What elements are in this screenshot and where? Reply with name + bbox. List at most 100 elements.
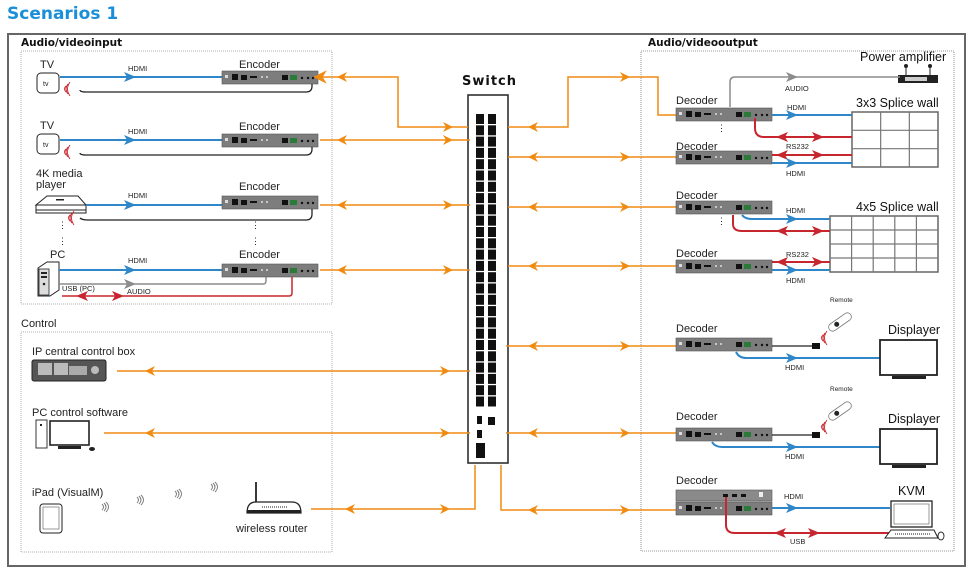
ethernet-link-decoder-7 xyxy=(500,465,676,511)
hdmi-link xyxy=(735,351,880,359)
decoder-label: Decoder xyxy=(676,475,718,487)
switch-port-icon xyxy=(488,306,496,317)
kvm-workstation-icon xyxy=(884,500,945,541)
wifi-signal-icon xyxy=(210,481,218,493)
control-box-icon xyxy=(31,359,107,382)
signal-label-hdmi: HDMI xyxy=(785,363,804,372)
switch-port-icon xyxy=(488,294,496,305)
decoder-label: Decoder xyxy=(676,95,718,107)
decoder-device-icon xyxy=(675,107,773,122)
displayer-label: Displayer xyxy=(888,323,940,337)
encoder-label: Encoder xyxy=(239,181,280,193)
tablet-icon xyxy=(39,503,63,534)
ethernet-link-router xyxy=(311,465,476,510)
switch-port-icon xyxy=(488,193,496,204)
decoder-label: Decoder xyxy=(676,141,718,153)
decoder-label: Decoder xyxy=(676,248,718,260)
arrow-icon xyxy=(337,265,347,275)
signal-label-hdmi: HDMI xyxy=(787,103,806,112)
signal-label-hdmi: HDMI xyxy=(786,206,805,215)
arrow-icon xyxy=(76,291,88,301)
decoder-label: Decoder xyxy=(676,411,718,423)
router-icon xyxy=(246,482,302,514)
arrow-icon xyxy=(786,442,798,452)
arrow-icon xyxy=(812,257,824,267)
ethernet-link-encoder-1 xyxy=(313,70,468,128)
arrow-icon xyxy=(620,261,630,271)
arrow-icon xyxy=(774,528,786,538)
switch-port-icon xyxy=(476,114,484,124)
arrow-icon xyxy=(124,135,136,145)
remote-icon xyxy=(828,312,852,332)
arrow-icon xyxy=(620,428,630,438)
ir-cable xyxy=(79,147,313,156)
signal-label-hdmi: HDMI xyxy=(786,276,805,285)
switch-port-icon xyxy=(488,204,496,215)
switch-port-icon xyxy=(476,351,484,362)
ellipsis: ⋮ xyxy=(251,220,260,230)
switch-port-icon xyxy=(488,147,496,158)
splice-wall-4x5: 4x5 Splice wall xyxy=(829,200,939,273)
splice-wall-3x3: 3x3 Splice wall xyxy=(851,96,939,168)
arrow-icon xyxy=(145,428,155,438)
encoder-label: Encoder xyxy=(239,121,280,133)
switch-port-icon xyxy=(488,351,496,362)
remote-label: Remote xyxy=(830,297,853,304)
switch-port-icon xyxy=(488,125,496,136)
power-amplifier-label: Power amplifier xyxy=(860,50,946,64)
ellipsis: ⋮ xyxy=(717,123,726,133)
control-item-ipad: iPad (VisualM) xyxy=(32,481,218,534)
control-label: PC control software xyxy=(32,407,128,419)
arrow-icon xyxy=(337,135,347,145)
switch-port-icon xyxy=(488,260,496,271)
splice-wall-grid-icon xyxy=(851,111,939,168)
arrow-icon xyxy=(786,72,798,82)
arrow-icon xyxy=(528,202,538,212)
control-label: IP central control box xyxy=(32,346,136,358)
source-label: TV xyxy=(40,59,55,71)
pc-tower-icon xyxy=(37,261,60,297)
source-row-media-player: 4K media player HDMI Encoder ⋮ ⋮ ⋮ ⋮ xyxy=(34,168,319,246)
signal-label-hdmi: HDMI xyxy=(128,127,147,136)
switch-port-icon xyxy=(476,249,484,260)
switch-port-icon xyxy=(488,385,496,396)
switch-port-icon xyxy=(488,238,496,249)
tv-icon-text: tv xyxy=(43,142,49,149)
ir-signal-icon xyxy=(64,144,71,160)
arrow-icon xyxy=(528,341,538,351)
arrow-icon xyxy=(112,291,124,301)
output-section-box xyxy=(640,50,955,552)
switch-port-icon xyxy=(476,260,484,271)
switch-port-icon xyxy=(476,272,484,283)
encoder-label: Encoder xyxy=(239,249,280,261)
signal-label-hdmi: HDMI xyxy=(784,492,803,501)
splice-wall-label: 4x5 Splice wall xyxy=(856,200,939,214)
kvm-label: KVM xyxy=(898,484,925,498)
switch-port-icon xyxy=(488,227,496,237)
encoder-label: Encoder xyxy=(239,59,280,71)
control-section-label: Control xyxy=(21,318,56,330)
arrow-icon xyxy=(786,214,798,224)
arrow-icon xyxy=(443,265,453,275)
signal-label-hdmi: HDMI xyxy=(786,169,805,178)
monitor-icon xyxy=(879,428,938,468)
hdmi-link xyxy=(711,441,880,448)
decoder-device-icon xyxy=(675,150,773,165)
arrow-icon xyxy=(528,152,538,162)
arrow-icon xyxy=(776,132,788,142)
control-label: iPad (VisualM) xyxy=(32,487,103,499)
encoder-device-icon xyxy=(221,70,319,85)
outer-frame xyxy=(7,33,966,567)
ir-signal-icon xyxy=(821,419,828,435)
switch-port-icon xyxy=(488,373,496,384)
arrow-icon xyxy=(528,261,538,271)
arrow-icon xyxy=(443,122,453,132)
arrow-icon xyxy=(345,504,355,514)
switch-port-icon xyxy=(488,340,496,350)
signal-label-hdmi: HDMI xyxy=(128,64,147,73)
splice-wall-frame xyxy=(851,111,939,168)
switch-port-icon xyxy=(476,193,484,204)
source-label: TV xyxy=(40,120,55,132)
audio-link-amplifier xyxy=(729,76,900,107)
arrow-icon xyxy=(776,226,788,236)
